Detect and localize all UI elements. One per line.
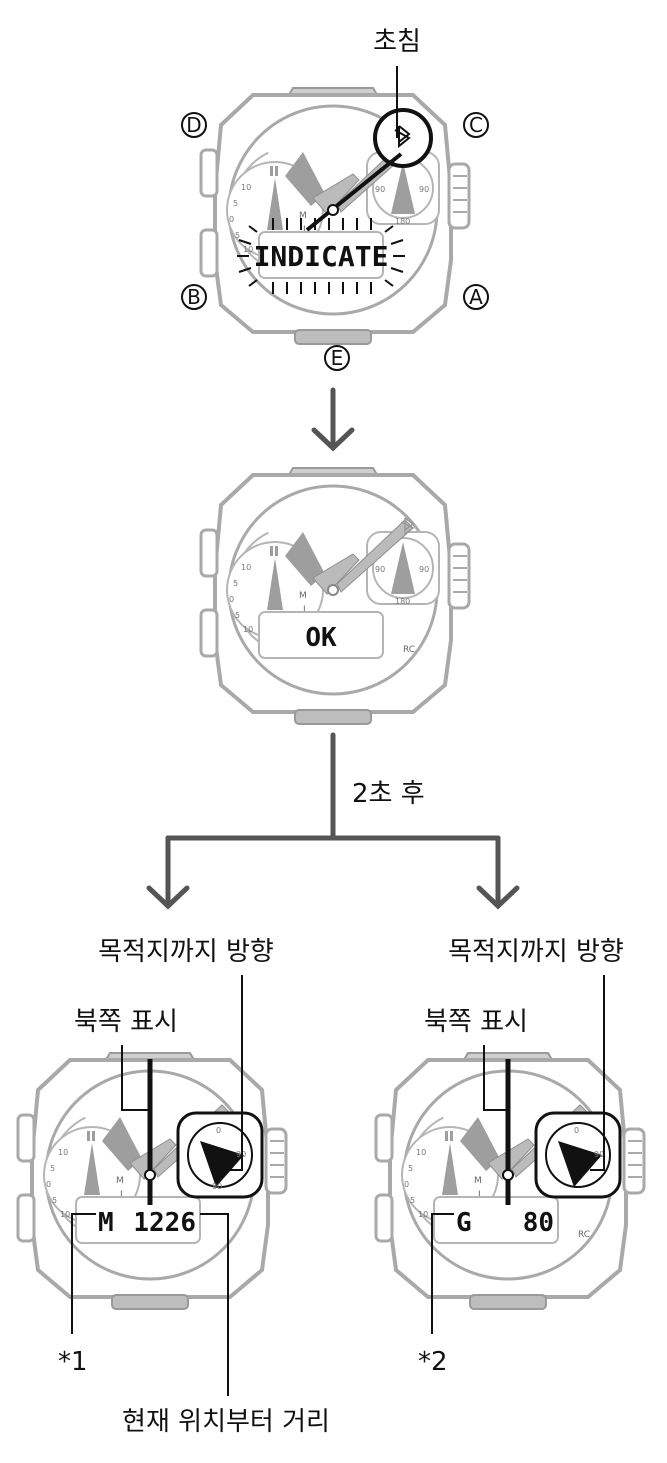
destination-label-2: 목적지까지 방향 [448, 937, 624, 967]
button-b: B [181, 284, 207, 310]
button-d: D [181, 112, 207, 138]
svg-text:0: 0 [574, 1126, 579, 1135]
lcd-ok: OK [305, 623, 337, 653]
button-c: C [463, 112, 489, 138]
svg-text:B: B [187, 285, 201, 309]
north-label-1: 북쪽 표시 [74, 1007, 178, 1037]
lcd-right-2: 80 [523, 1208, 554, 1238]
direction-pointer [558, 1141, 602, 1187]
north-label-2: 북쪽 표시 [424, 1007, 528, 1037]
footnote-2: *2 [418, 1347, 448, 1377]
bluetooth-icon [400, 517, 415, 536]
second-hand-label: 초침 [373, 27, 421, 57]
footnote-1: *1 [58, 1347, 88, 1377]
lcd-indicate: INDICATE [254, 240, 389, 273]
watch-3: 0 90 90 M 1226 [18, 1053, 286, 1309]
lcd-left-2: G [456, 1208, 472, 1238]
svg-text:0: 0 [216, 1126, 221, 1135]
delay-label: 2초 후 [352, 779, 425, 809]
watch-1: INDICATE [201, 88, 469, 344]
svg-text:E: E [331, 346, 344, 370]
second-hand [305, 152, 403, 232]
destination-label-1: 목적지까지 방향 [98, 937, 274, 967]
svg-text:A: A [469, 285, 483, 309]
arrow-down-icon [311, 387, 355, 452]
rc-label-2: RC [578, 1230, 590, 1240]
bluetooth-icon [394, 125, 411, 149]
rc-label: RC [403, 645, 415, 655]
button-a: A [463, 284, 489, 310]
split-arrow [146, 732, 520, 910]
svg-text:90: 90 [212, 1182, 222, 1191]
button-e: E [324, 345, 350, 371]
watch-2: OK RC [201, 468, 469, 724]
direction-pointer [200, 1141, 244, 1187]
svg-text:90: 90 [594, 1150, 604, 1159]
lcd-left-1: M [98, 1208, 114, 1238]
svg-text:D: D [186, 113, 201, 137]
svg-text:C: C [469, 113, 483, 137]
lcd-right-1: 1226 [133, 1208, 196, 1238]
distance-label: 현재 위치부터 거리 [122, 1407, 330, 1437]
